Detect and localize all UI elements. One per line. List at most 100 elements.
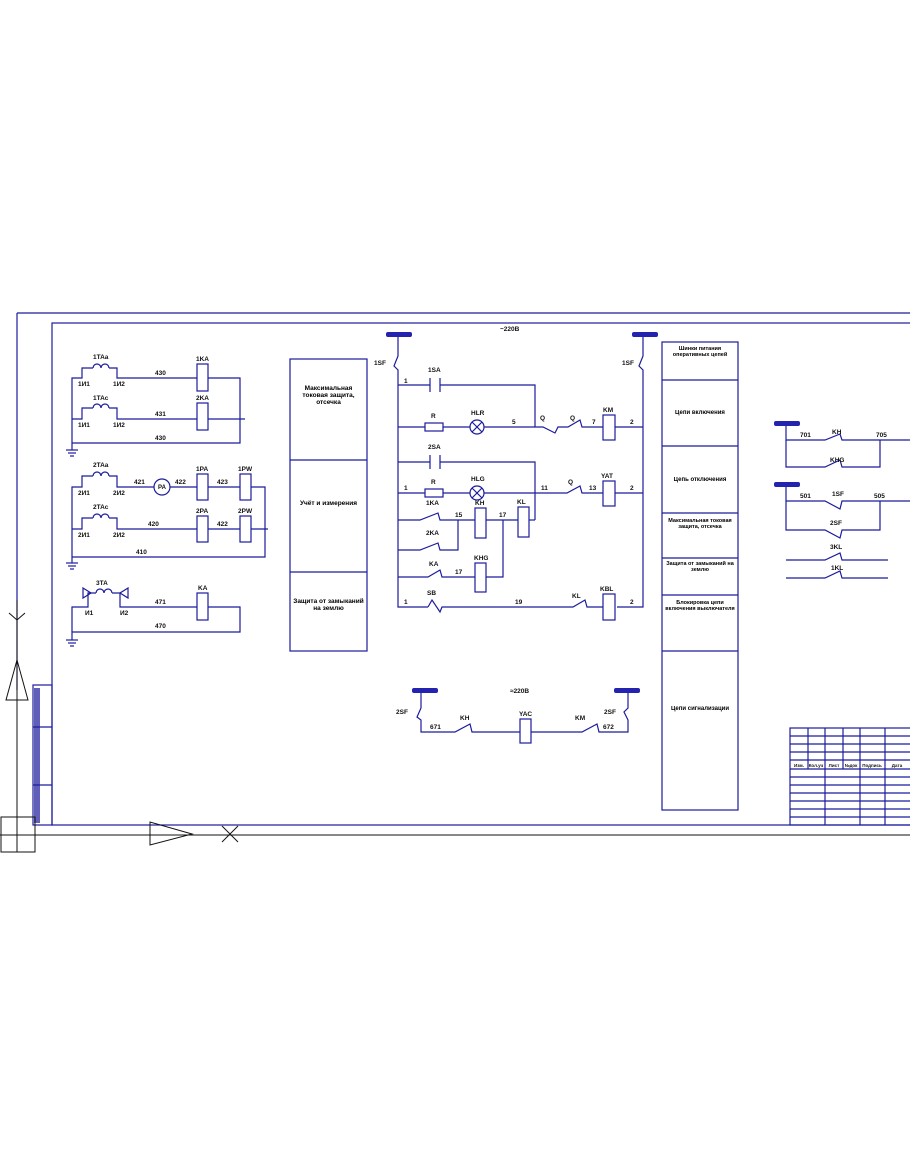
label: 1TAc bbox=[93, 395, 109, 402]
drawing-frame bbox=[16, 312, 910, 826]
label: 2И2 bbox=[113, 490, 125, 497]
label: 7 bbox=[592, 419, 596, 426]
relay-2ka bbox=[196, 402, 209, 431]
title-block-header: Подпись bbox=[862, 763, 882, 768]
wire bbox=[196, 515, 209, 543]
wire bbox=[92, 513, 110, 519]
title-block-header: Дата bbox=[892, 763, 903, 768]
wire bbox=[661, 341, 739, 811]
wire bbox=[484, 485, 603, 494]
title-block-header: Лист bbox=[829, 763, 840, 768]
label: 19 bbox=[515, 599, 523, 606]
wire bbox=[239, 515, 252, 543]
ground-icon bbox=[66, 639, 78, 647]
label: 1 bbox=[404, 599, 408, 606]
ground-icon bbox=[66, 562, 78, 570]
circuit-trip: ≈220В 2SF 2SF 671 KH YAC KM 672 bbox=[396, 688, 640, 744]
label: 1И2 bbox=[113, 422, 125, 429]
label: YAC bbox=[519, 711, 532, 718]
circuit-metering: PA 2TAa 2TAc 421 422 423 420 422 410 1PA… bbox=[66, 462, 268, 570]
label: 1SF bbox=[832, 491, 844, 498]
bus-bar-right bbox=[632, 332, 658, 337]
label: KBL bbox=[600, 586, 613, 593]
wire bbox=[112, 592, 197, 608]
label: KH bbox=[832, 429, 842, 436]
label: 423 bbox=[217, 479, 228, 486]
label: 1И1 bbox=[78, 422, 90, 429]
label: 701 bbox=[800, 432, 811, 439]
label: 1KA bbox=[196, 356, 209, 363]
wire bbox=[92, 471, 110, 477]
label: HLR bbox=[471, 410, 485, 417]
wire bbox=[416, 693, 520, 733]
label: KM bbox=[603, 407, 613, 414]
label: 2И2 bbox=[113, 532, 125, 539]
wire bbox=[785, 487, 910, 510]
wire bbox=[471, 487, 483, 499]
circuit-signalling: 701 KH 705 KHG 501 1SF 505 2SF 3KL 1KL bbox=[774, 421, 910, 579]
label: 2SF bbox=[604, 709, 616, 716]
label: KH bbox=[460, 715, 470, 722]
wire bbox=[32, 684, 53, 826]
title-block: Изм. Кол.уч Лист №док Подпись Дата bbox=[789, 727, 910, 826]
label: 1 bbox=[404, 485, 408, 492]
label: KHG bbox=[474, 555, 488, 562]
label: 422 bbox=[217, 521, 228, 528]
legend-item: Защита от замыканий на землю bbox=[666, 561, 734, 573]
label: 2И1 bbox=[78, 532, 90, 539]
label: 1KA bbox=[426, 500, 439, 507]
wire bbox=[785, 440, 881, 468]
wire bbox=[398, 520, 459, 551]
label: 1SF bbox=[622, 360, 634, 367]
wire bbox=[519, 718, 532, 744]
wire bbox=[440, 461, 536, 520]
wire bbox=[72, 486, 266, 558]
wire bbox=[72, 407, 93, 420]
label: 11 bbox=[541, 485, 548, 492]
label: 1PA bbox=[196, 466, 208, 473]
label: 1И1 bbox=[78, 381, 90, 388]
label: 17 bbox=[455, 569, 463, 576]
wire bbox=[471, 421, 483, 433]
wire bbox=[109, 517, 197, 530]
label: 471 bbox=[155, 599, 166, 606]
wire bbox=[149, 821, 194, 846]
wire bbox=[72, 377, 241, 444]
label: И1 bbox=[85, 610, 94, 617]
label: Q bbox=[570, 415, 575, 422]
wire: Защита от замыканий на землю bbox=[666, 561, 734, 573]
wire bbox=[786, 552, 888, 561]
wire bbox=[602, 593, 616, 621]
label: 431 bbox=[155, 411, 166, 418]
wire: Шинки питания оперативных цепей bbox=[673, 346, 727, 358]
wire bbox=[109, 367, 197, 379]
wire bbox=[412, 688, 438, 693]
label: 3KL bbox=[830, 544, 842, 551]
label: 2KA bbox=[426, 530, 439, 537]
legend-item: Максимальная токовая защита, отсечка bbox=[302, 385, 355, 406]
wire bbox=[486, 520, 504, 578]
label: 2PA bbox=[196, 508, 208, 515]
label: 410 bbox=[136, 549, 147, 556]
label: HLG bbox=[471, 476, 485, 483]
label: R bbox=[431, 479, 436, 486]
label: 1PW bbox=[238, 466, 253, 473]
label: 422 bbox=[175, 479, 186, 486]
legend-item: Защита от замыканий на землю bbox=[293, 598, 364, 612]
label: KA bbox=[198, 585, 208, 592]
wire: Максимальная токовая защита, отсечка bbox=[668, 518, 731, 530]
wire bbox=[109, 407, 197, 420]
wire bbox=[196, 473, 209, 501]
circuit-control: ~220В 1SF 1SF 1SA 1 R HLR 5 Q Q 7 KM 2 2… bbox=[374, 326, 658, 621]
wire bbox=[196, 592, 209, 621]
label: 1И2 bbox=[113, 381, 125, 388]
label: Q bbox=[540, 415, 545, 422]
wire: Учёт и измерения bbox=[300, 500, 357, 507]
relay-1ka bbox=[196, 363, 209, 392]
label: KL bbox=[517, 499, 526, 506]
label: 1SA bbox=[428, 367, 441, 374]
label: 2TAa bbox=[93, 462, 109, 469]
label: KHG bbox=[830, 457, 844, 464]
wire bbox=[71, 367, 93, 450]
